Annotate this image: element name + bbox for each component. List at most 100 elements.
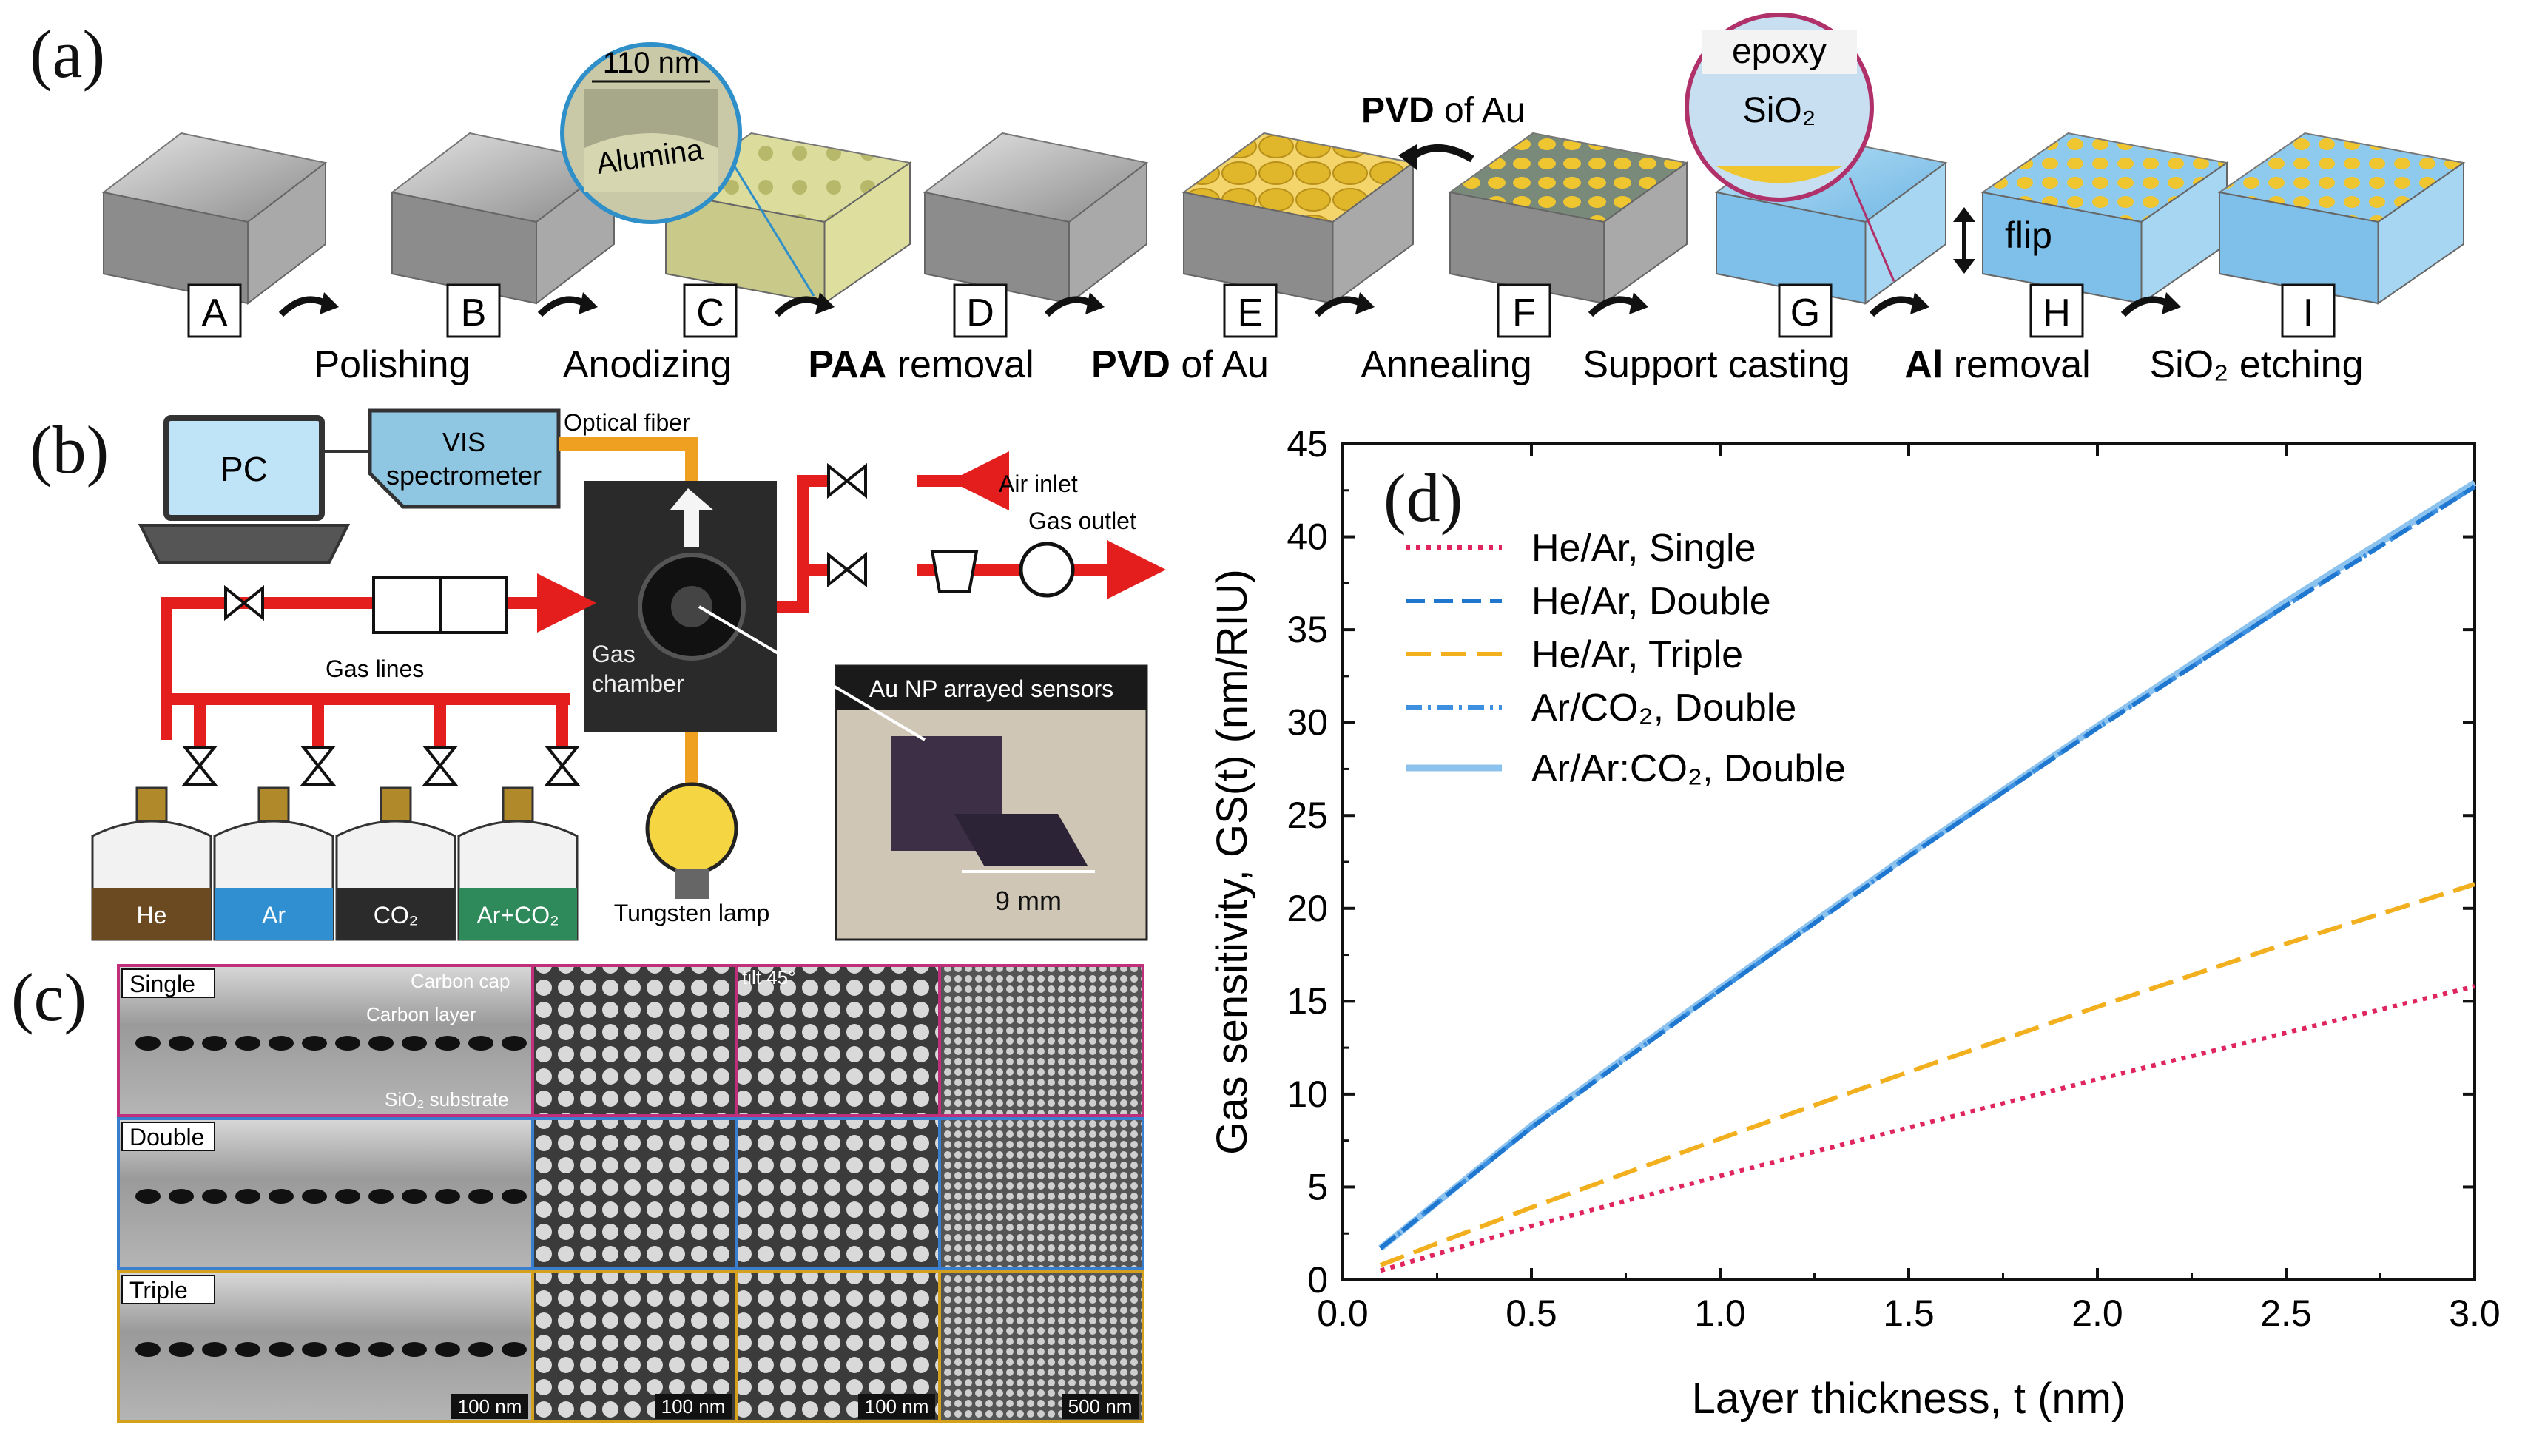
step-label-D: D: [966, 291, 994, 334]
process-block-F: [1448, 132, 1689, 305]
valves: [181, 462, 867, 786]
y-tick-label: 15: [1287, 980, 1328, 1022]
step-box-D: [953, 283, 1008, 338]
cylinder-label: Ar: [262, 902, 286, 928]
lamp-icon: Tungsten lamp: [614, 732, 769, 926]
process-label: Annealing: [1361, 343, 1531, 386]
gas-cylinder: Ar: [213, 786, 334, 941]
x-tick-label: 2.5: [2260, 1292, 2312, 1334]
flip-indicator: flip: [1953, 207, 2052, 274]
step-arrowhead-icon: [815, 292, 835, 314]
legend-entry: Ar/Ar:CO₂, Double: [1531, 747, 1846, 790]
process-label-text: Support casting: [1582, 343, 1850, 386]
step-box-F: [1497, 283, 1551, 338]
sem-image: [938, 964, 1144, 1117]
step-arrowhead-icon: [320, 292, 339, 314]
sem-row-label: Triple: [129, 1277, 188, 1304]
pump-icon: [1019, 542, 1075, 598]
step-arrow-icon: [1314, 296, 1363, 317]
sensors-scale: 9 mm: [995, 886, 1062, 916]
process-block-E: [1181, 132, 1415, 305]
inset-epoxy: epoxy: [1732, 32, 1827, 71]
pc-label: PC: [220, 450, 268, 488]
scale-bar-label: 100 nm: [661, 1395, 726, 1418]
step-box-A: [187, 283, 242, 338]
process-label: PAA removal: [808, 343, 1034, 386]
lamp-label: Tungsten lamp: [614, 900, 769, 926]
step-box-C: [683, 283, 738, 338]
process-block-D: [923, 132, 1149, 306]
process-label-text: SiO₂ etching: [2150, 343, 2364, 386]
process-label: Polishing: [314, 343, 470, 386]
sem-annotation: Carbon cap: [411, 970, 510, 992]
x-tick-label: 0.5: [1506, 1292, 1557, 1334]
sem-row-label: Double: [129, 1124, 204, 1150]
panel-label-d: (d): [1383, 460, 1463, 536]
step-arrowhead-icon: [1629, 292, 1648, 314]
y-tick-label: 5: [1307, 1166, 1328, 1207]
gas-chamber-line-2: chamber: [592, 670, 684, 697]
y-tick-label: 45: [1287, 423, 1328, 465]
process-label-text: Annealing: [1361, 343, 1531, 386]
step-label-H: H: [2043, 291, 2071, 334]
process-label-text: of Au: [1170, 343, 1269, 386]
cylinder-label: Ar+CO₂: [476, 902, 559, 928]
series-line: [1379, 882, 2475, 1267]
step-arrowhead-icon: [1085, 292, 1105, 314]
step-box-B: [446, 283, 501, 338]
process-block-B: [390, 132, 616, 306]
step-arrow-icon: [278, 296, 328, 317]
x-tick-label: 1.0: [1694, 1292, 1746, 1334]
sensors-title: Au NP arrayed sensors: [869, 675, 1113, 702]
y-tick-label: 25: [1287, 795, 1328, 836]
process-label-bold: PVD: [1091, 343, 1170, 386]
gas-lines-label: Gas lines: [326, 655, 424, 682]
series-line: [1380, 984, 2475, 1273]
step-arrow-icon: [2120, 296, 2170, 317]
step-arrowhead-icon: [579, 292, 598, 314]
spectrometer-line-1: VIS: [442, 427, 485, 457]
sem-annotation: tilt 45°: [742, 966, 796, 988]
gas-chamber-line-1: Gas: [592, 641, 636, 667]
y-axis-label: Gas sensitivity, GS(t) (nm/RIU): [1208, 569, 1256, 1155]
inset-sio2: SiO₂: [1743, 91, 1816, 130]
pvd-callout: PVD of Au: [1361, 91, 1525, 170]
x-axis-label: Layer thickness, t (nm): [1692, 1375, 2126, 1423]
x-tick-label: 3.0: [2449, 1292, 2501, 1334]
legend-entry: He/Ar, Triple: [1531, 633, 1743, 676]
process-block-H: [1980, 132, 2229, 305]
scale-bar-label: 100 nm: [865, 1395, 929, 1418]
y-tick-label: 30: [1287, 702, 1328, 744]
step-arrow-icon: [1588, 296, 1637, 317]
y-tick-label: 10: [1287, 1074, 1328, 1115]
panel-label-c: (c): [11, 960, 87, 1035]
gas-cylinder: He: [91, 786, 212, 941]
process-block-C: [664, 132, 912, 305]
legend-entry: Ar/CO₂, Double: [1531, 687, 1796, 729]
step-label-C: C: [696, 291, 724, 334]
cylinder-label: He: [137, 902, 167, 928]
sem-image: [735, 1117, 941, 1270]
sem-image: [531, 1117, 738, 1270]
process-block-A: [101, 132, 328, 306]
y-tick-label: 20: [1287, 888, 1328, 929]
process-label-text: removal: [1943, 343, 2090, 386]
spectrometer-line-2: spectrometer: [386, 460, 542, 491]
step-arrowhead-icon: [1355, 292, 1375, 314]
alumina-inset: 110 nm Alumina: [560, 42, 815, 297]
step-box-H: [2029, 283, 2084, 338]
sem-annotation: SiO₂ substrate: [385, 1088, 509, 1110]
step-label-B: B: [461, 291, 487, 334]
step-box-I: [2281, 283, 2336, 338]
process-label: Al removal: [1904, 343, 2090, 386]
step-label-I: I: [2303, 291, 2313, 334]
filter-icon: [930, 550, 979, 593]
step-box-E: [1223, 283, 1278, 338]
panel-b-setup: PC VIS spectrometer Optical fiber Gas ch…: [91, 408, 1166, 941]
y-tick-label: 35: [1287, 609, 1328, 650]
step-arrowhead-icon: [2162, 292, 2181, 314]
